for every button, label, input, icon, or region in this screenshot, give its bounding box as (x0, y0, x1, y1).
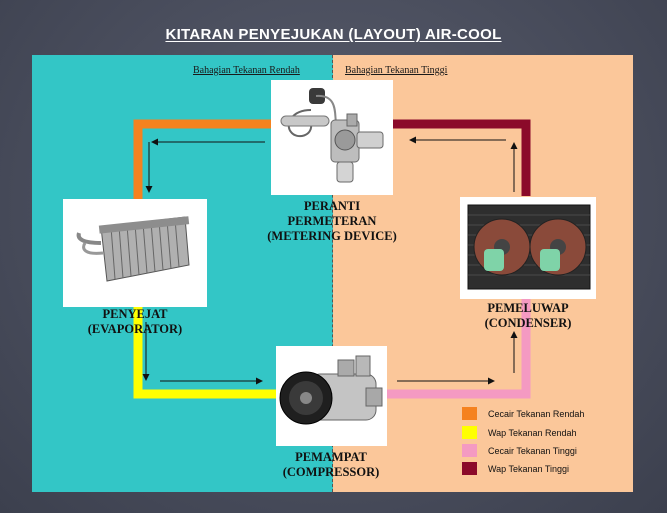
legend-label-liquid-high: Cecair Tekanan Tinggi (488, 446, 577, 456)
legend-swatch-liquid-high (462, 444, 477, 457)
condenser-caption-line2: (CONDENSER) (484, 316, 572, 330)
pipe-vapour-high (392, 119, 531, 196)
legend-swatch-liquid-low (462, 407, 477, 420)
evaporator-caption-line1: PENYEJAT (102, 307, 168, 321)
compressor-caption-line2: (COMPRESSOR) (282, 465, 380, 479)
evaporator-icon (76, 216, 190, 282)
evaporator-image (63, 199, 207, 307)
legend-label-vapour-low: Wap Tekanan Rendah (488, 428, 577, 438)
pipe-liquid-high (387, 298, 531, 399)
section-divider (332, 55, 333, 492)
high-pressure-label: Bahagian Tekanan Tinggi (345, 65, 448, 76)
expansion-valve-icon (280, 88, 384, 183)
legend-label-vapour-high: Wap Tekanan Tinggi (488, 464, 570, 474)
legend-swatch-vapour-high (462, 462, 477, 475)
condenser-unit-icon (467, 204, 591, 290)
condenser-image (460, 197, 596, 299)
compressor-caption-line1: PEMAMPAT (295, 450, 367, 464)
condenser-caption: PEMELUWAP (CONDENSER) (448, 301, 608, 331)
condenser-caption-line1: PEMELUWAP (487, 301, 569, 315)
compressor-image (276, 346, 387, 446)
evaporator-caption-line2: (EVAPORATOR) (87, 322, 183, 336)
legend-label-liquid-low: Cecair Tekanan Rendah (488, 409, 585, 419)
metering-caption-line3: (METERING DEVICE) (267, 229, 397, 243)
diagram-title: KITARAN PENYEJUKAN (LAYOUT) AIR-COOL (165, 26, 502, 43)
compressor-caption: PEMAMPAT (COMPRESSOR) (246, 450, 416, 480)
low-pressure-label: Bahagian Tekanan Rendah (193, 65, 300, 76)
metering-caption-line1: PERANTI (303, 199, 361, 213)
evaporator-caption: PENYEJAT (EVAPORATOR) (58, 307, 212, 337)
metering-device-image (271, 80, 393, 195)
metering-device-caption: PERANTI PERMETERAN (METERING DEVICE) (246, 199, 418, 244)
pipe-liquid-low (133, 119, 272, 200)
compressor-icon (279, 355, 383, 425)
metering-caption-line2: PERMETERAN (287, 214, 377, 228)
legend-swatch-vapour-low (462, 426, 477, 439)
pipe-vapour-low (133, 305, 276, 399)
